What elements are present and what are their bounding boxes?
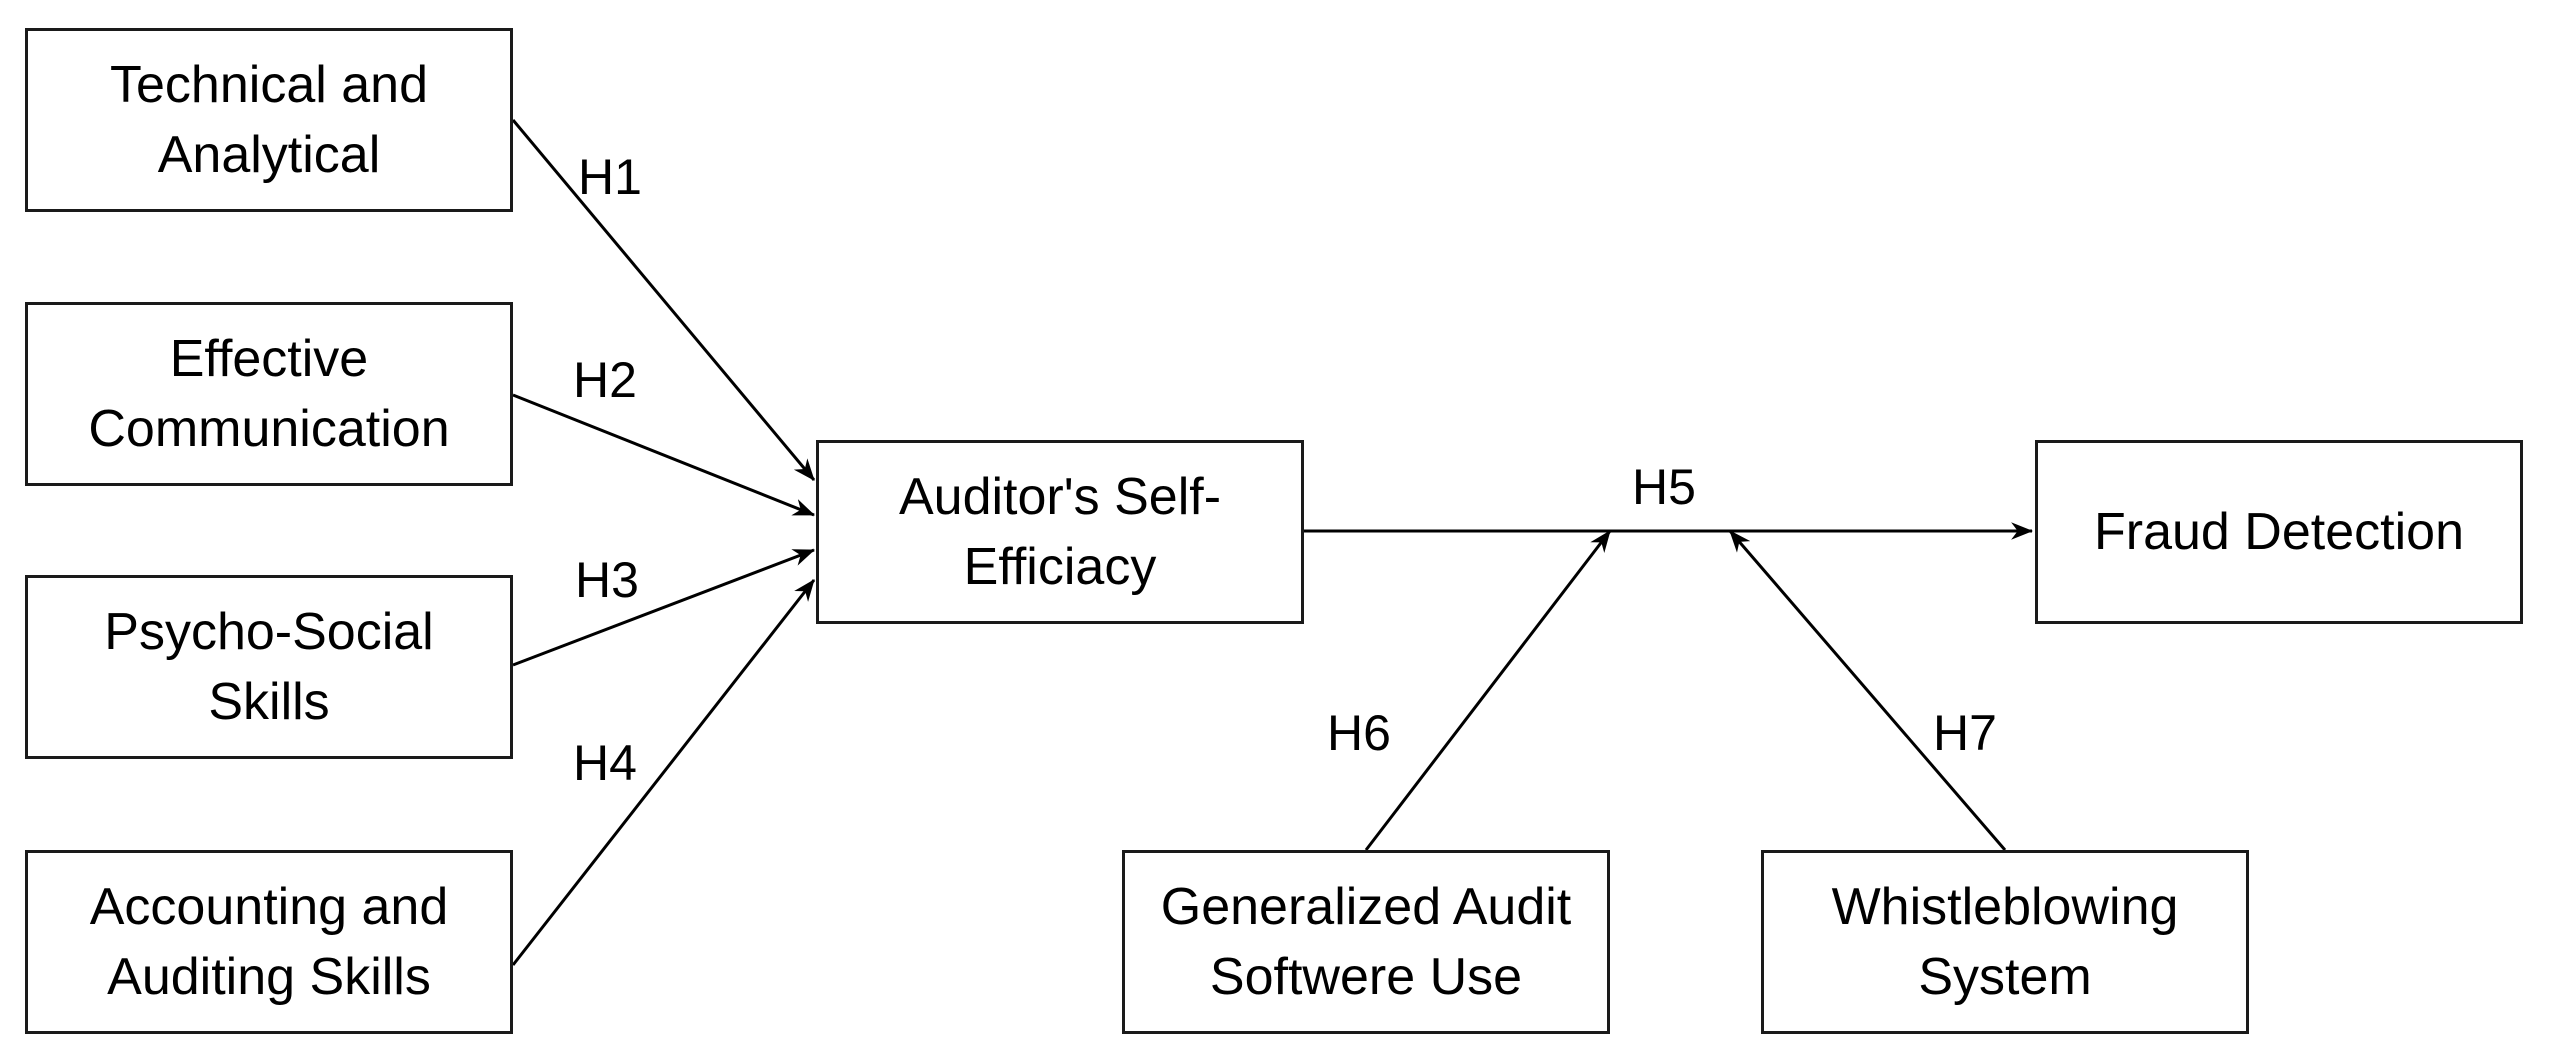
- node-auditors-self-efficacy: Auditor's Self- Efficiacy: [816, 440, 1304, 624]
- node-technical-and-analytical-label: Technical and Analytical: [110, 56, 428, 184]
- hypothesis-label-h2: H2: [573, 352, 637, 408]
- node-auditors-self-efficacy-label: Auditor's Self- Efficiacy: [898, 468, 1222, 596]
- node-effective-communication: Effective Communication: [25, 302, 513, 486]
- node-fraud-detection-label: Fraud Detection: [2094, 503, 2464, 561]
- node-generalized-audit-software-use: Generalized Audit Softwere Use: [1122, 850, 1610, 1034]
- hypothesis-label-h5: H5: [1632, 459, 1696, 515]
- edge-h3-arrow: [512, 548, 816, 667]
- node-technical-and-analytical: Technical and Analytical: [25, 28, 513, 212]
- hypothesis-label-h1: H1: [578, 149, 642, 205]
- hypothesis-label-h3: H3: [575, 552, 639, 608]
- node-whistleblowing-system: Whistleblowing System: [1761, 850, 2249, 1034]
- node-psycho-social-skills-label: Psycho-Social Skills: [104, 603, 434, 731]
- hypothesis-label-h7: H7: [1933, 705, 1997, 761]
- node-fraud-detection: Fraud Detection: [2035, 440, 2523, 624]
- node-effective-communication-label: Effective Communication: [88, 330, 450, 458]
- hypothesis-label-h4: H4: [573, 735, 637, 791]
- node-accounting-and-auditing-skills-label: Accounting and Auditing Skills: [89, 878, 449, 1006]
- node-generalized-audit-software-use-label: Generalized Audit Softwere Use: [1160, 878, 1572, 1006]
- edge-h7-arrow: [1728, 530, 2007, 851]
- edge-h6-arrow: [1364, 530, 1612, 851]
- edge-h1-arrow: [511, 119, 816, 481]
- edge-h2-arrow: [512, 393, 816, 517]
- node-psycho-social-skills: Psycho-Social Skills: [25, 575, 513, 759]
- node-accounting-and-auditing-skills: Accounting and Auditing Skills: [25, 850, 513, 1034]
- hypothesis-label-h6: H6: [1327, 705, 1391, 761]
- edge-h4-arrow: [511, 579, 816, 966]
- node-whistleblowing-system-label: Whistleblowing System: [1831, 878, 2179, 1006]
